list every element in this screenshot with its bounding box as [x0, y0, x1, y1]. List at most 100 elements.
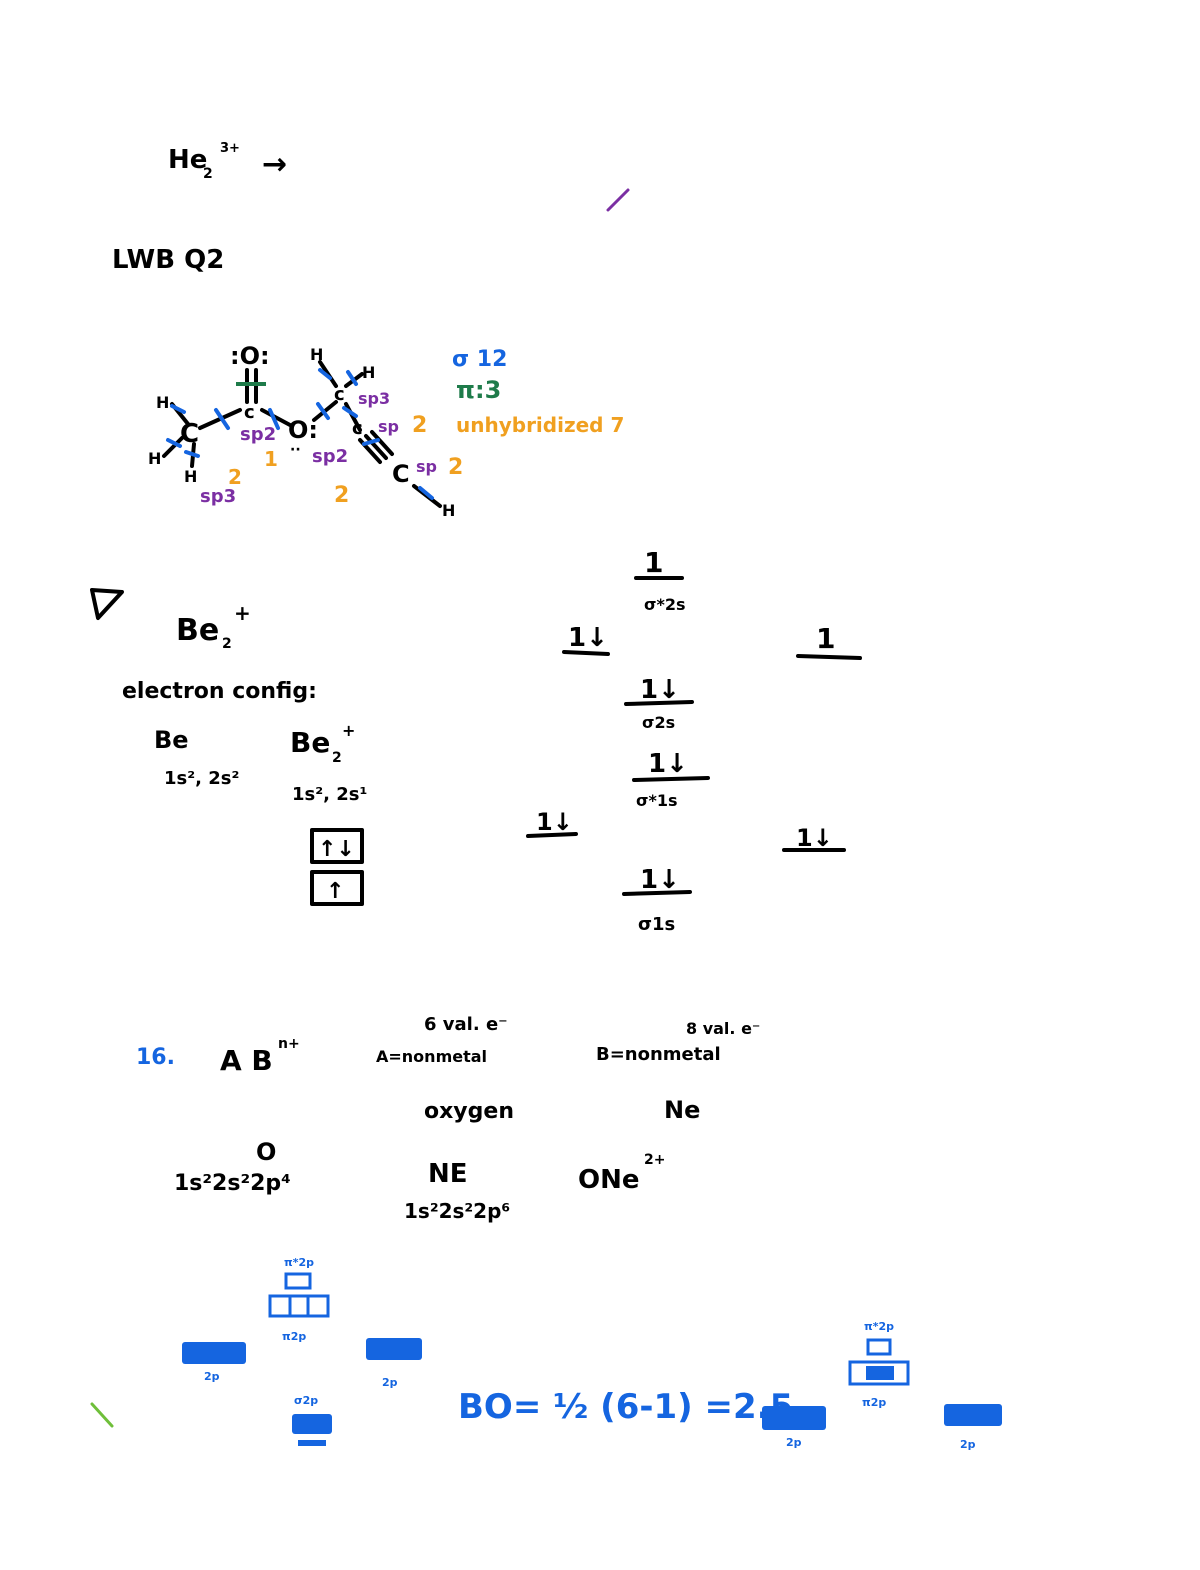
sigma-count: σ 12 — [452, 347, 507, 372]
label-pi-star-2p-right: π*2p — [864, 1320, 894, 1333]
green-pen-mark-icon — [90, 1402, 114, 1428]
a-valence-electrons: 6 val. e⁻ — [424, 1014, 508, 1035]
carbonyl-carbon: c — [244, 402, 255, 423]
mo-atomic-right-2s-arrows: 1 — [816, 622, 835, 655]
triple-carbon: c — [352, 418, 363, 439]
orbital-box-upper — [310, 828, 364, 864]
atomic-2p-box-right — [366, 1338, 422, 1360]
mo-level-sigma-2s-line — [624, 700, 694, 706]
atomic-2p-box-right-left — [762, 1406, 826, 1430]
unhyb-count-methyl: 2 — [228, 465, 242, 489]
label-pi-2p-left: π2p — [282, 1330, 306, 1343]
q16-formula-charge: n+ — [278, 1036, 300, 1052]
triangle-cursor-icon — [90, 588, 124, 620]
unhybridized-count: unhybridized 7 — [456, 413, 624, 437]
mo-level-sigma-star-1s-label: σ*1s — [636, 791, 677, 810]
electron-config-label: electron config: — [122, 679, 317, 704]
bond-c-h2 — [162, 436, 184, 458]
mo-level-sigma-1s-line — [622, 890, 692, 896]
hyb-methyl: sp3 — [200, 486, 236, 507]
be2-title-charge: + — [234, 601, 251, 625]
label-2p-right-right: 2p — [960, 1438, 976, 1451]
sigma-bond-ticks — [166, 368, 434, 500]
purple-stroke-mark — [606, 188, 630, 212]
sigma-2p-sub-box-left — [298, 1440, 326, 1446]
b-element-name: Ne — [664, 1096, 700, 1124]
be2-ion-charge: + — [342, 721, 355, 740]
be2-ion-label: Be — [290, 726, 330, 759]
ester-lone-pair: ·· — [290, 442, 301, 458]
orbital-box-upper-arrows: ↑↓ — [318, 837, 355, 862]
b-valence-electrons: 8 val. e⁻ — [686, 1019, 760, 1038]
be2-ion-sub: 2 — [332, 750, 342, 766]
hyb-triple: sp — [378, 417, 399, 436]
pi-star-box-right — [866, 1338, 892, 1356]
mo-level-sigma-star-1s-arrows: 1↓ — [648, 749, 688, 779]
q16-formula: A B — [220, 1044, 273, 1077]
h-atom-2: H — [148, 449, 161, 468]
h-atom-6: H — [442, 501, 455, 520]
pi-star-box-left — [284, 1272, 312, 1290]
neon-symbol: NE — [428, 1159, 468, 1189]
label-pi-star-2p-left: π*2p — [284, 1256, 314, 1269]
be-atom-config: 1s², 2s² — [164, 768, 239, 789]
mo-level-sigma-star-1s-line — [632, 776, 710, 782]
mo-atomic-left-2s-arrows: 1↓ — [568, 623, 608, 653]
hyb-ester-o: sp2 — [312, 446, 348, 467]
be2-ion-config: 1s², 2s¹ — [292, 784, 367, 805]
he-subscript: 2 — [203, 166, 213, 182]
a-element-name: oxygen — [424, 1099, 514, 1124]
mo-atomic-left-2s-line — [562, 650, 610, 656]
triple-bond-line-2 — [364, 434, 388, 460]
sigma-2p-box-left — [292, 1414, 332, 1434]
h-atom-5: H — [362, 363, 375, 382]
pi-2p-box-right — [848, 1360, 910, 1386]
orbital-diagram-right: π*2p π2p 2p 2p — [762, 1320, 1002, 1451]
mo-atomic-left-1s-line — [526, 832, 578, 838]
ch-carbon: c — [334, 384, 345, 405]
mo-level-sigma-2s-label: σ2s — [642, 713, 675, 732]
mo-level-sigma-star-2s-label: σ*2s — [644, 595, 685, 614]
pi-2p-box-left — [268, 1294, 330, 1318]
one-ion-charge: 2+ — [644, 1152, 665, 1168]
atomic-2p-box-right-right — [944, 1404, 1002, 1426]
orbital-box-lower — [310, 870, 364, 906]
label-sigma-2p-left: σ2p — [294, 1394, 318, 1407]
atomic-2p-box-left — [182, 1342, 246, 1364]
label-2p-right-left: 2p — [786, 1436, 802, 1449]
be2-title-sub: 2 — [222, 636, 232, 652]
label-pi-2p-right: π2p — [862, 1396, 886, 1409]
mo-level-sigma-star-2s-arrows: 1 — [644, 546, 663, 579]
oxygen-config: 1s²2s²2p⁴ — [174, 1171, 291, 1196]
orbital-diagram-left: π*2p π2p 2p 2p σ2p — [182, 1256, 422, 1446]
bond-ch-c — [344, 402, 362, 432]
be-atom-label: Be — [154, 726, 189, 754]
carbonyl-oxygen: :O: — [230, 342, 270, 370]
neon-config: 1s²2s²2p⁶ — [404, 1199, 510, 1223]
h-atom-4: H — [310, 345, 323, 364]
b-type: B=nonmetal — [596, 1044, 721, 1065]
mo-level-sigma-1s-label: σ1s — [638, 914, 675, 935]
label-2p-left: 2p — [204, 1370, 220, 1383]
mo-atomic-right-2s-line — [796, 654, 862, 660]
label-2p-right: 2p — [382, 1376, 398, 1389]
h-atom-3: H — [184, 467, 197, 486]
hyb-carbonyl: sp2 — [240, 424, 276, 445]
unhyb-count-triple: 2 — [412, 413, 427, 438]
bond-order-equation: BO= ½ (6-1) =2.5 — [458, 1387, 793, 1427]
he-charge: 3+ — [220, 141, 240, 156]
mo-atomic-left-1s-arrows: 1↓ — [536, 808, 573, 836]
methyl-carbon: C — [180, 419, 199, 449]
terminal-carbon: C — [392, 460, 410, 488]
hyb-ch: sp3 — [358, 389, 390, 408]
h-atom-1: H — [156, 393, 169, 412]
triple-bond-line-3 — [370, 430, 394, 456]
mo-atomic-right-1s-arrows: 1↓ — [796, 824, 833, 852]
one-ion: ONe — [578, 1165, 640, 1195]
mo-level-sigma-2s-arrows: 1↓ — [640, 675, 680, 705]
pi-count: π:3 — [456, 376, 501, 404]
unhyb-count-carbonyl: 1 — [264, 447, 278, 471]
bond-c-o — [260, 408, 292, 427]
